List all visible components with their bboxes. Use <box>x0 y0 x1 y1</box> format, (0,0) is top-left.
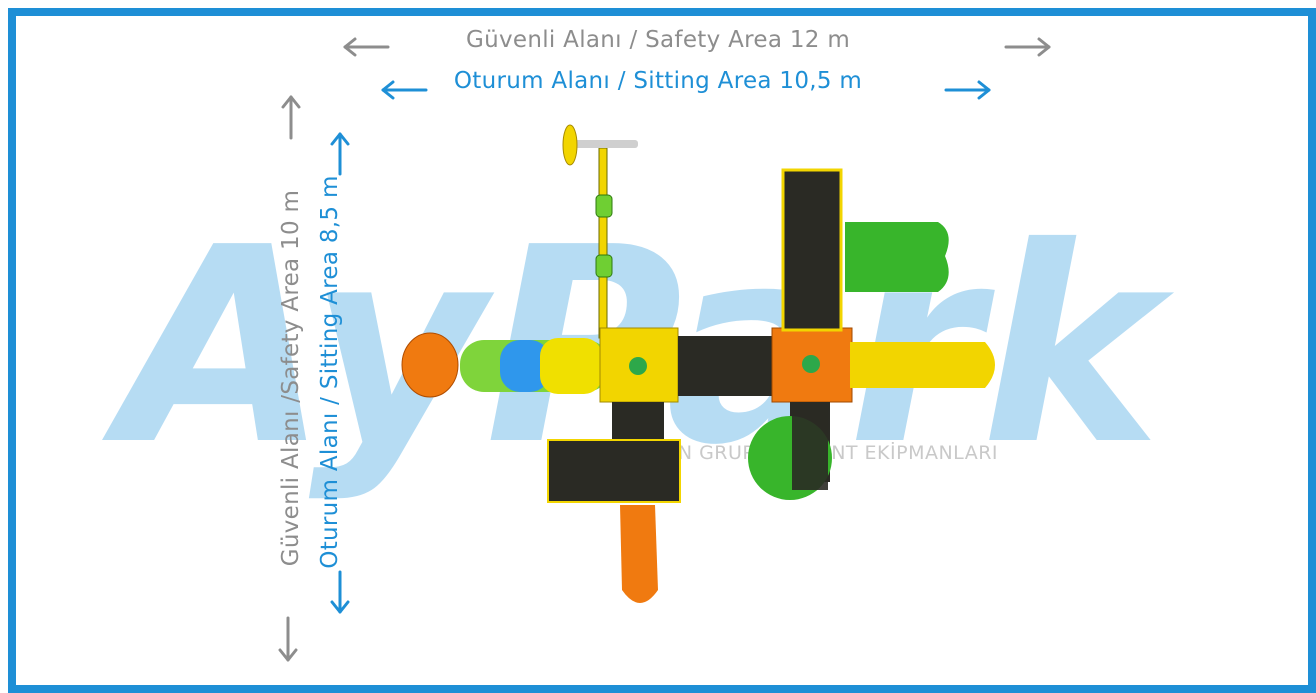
safety-up-arrow-icon <box>281 95 301 140</box>
sitting-right-arrow-icon <box>944 80 991 100</box>
safety-left-arrow-icon <box>343 37 390 57</box>
sitting-area-vertical-label: Oturum Alanı / Sitting Area 8,5 m <box>317 175 343 569</box>
sitting-up-arrow-icon <box>330 132 350 176</box>
safety-down-arrow-icon <box>278 616 298 662</box>
sitting-left-arrow-icon <box>381 80 428 100</box>
safety-area-vertical-label: Güvenli Alanı /Safety Area 10 m <box>278 189 304 567</box>
sitting-down-arrow-icon <box>330 570 350 614</box>
sitting-area-horizontal-label: Oturum Alanı / Sitting Area 10,5 m <box>453 68 863 94</box>
safety-right-arrow-icon <box>1004 37 1051 57</box>
safety-area-horizontal-label: Güvenli Alanı / Safety Area 12 m <box>465 27 851 53</box>
